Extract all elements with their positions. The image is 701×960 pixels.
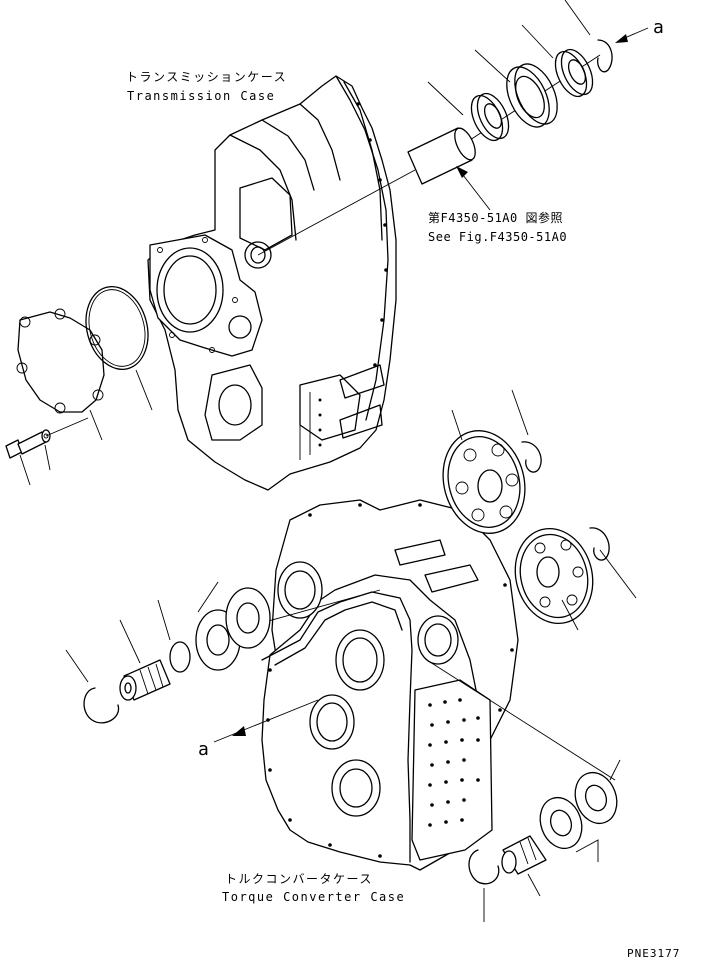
torque-converter-case-label-jp: トルクコンバータケース (225, 872, 373, 886)
drawing-number: PNE3177 (627, 947, 680, 960)
upper-shaft-assembly (257, 0, 649, 256)
see-fig-label-jp: 第F4350-51A0 図参照 (428, 210, 563, 225)
torque-converter-case-label-en: Torque Converter Case (222, 890, 405, 904)
reference-a-left: a (198, 739, 209, 760)
transmission-case (147, 75, 397, 491)
reference-a-top: a (653, 17, 664, 38)
valve-plate-holes (428, 698, 480, 827)
lower-right-shaft-assembly (429, 661, 621, 922)
torque-converter-case (261, 499, 519, 871)
transmission-case-label-jp: トランスミッションケース (126, 70, 287, 84)
transmission-case-label-en: Transmission Case (127, 89, 275, 103)
cover-plate-assembly (5, 286, 153, 486)
see-fig-label-en: See Fig.F4350-51A0 (428, 230, 567, 244)
lower-left-shaft-assembly (65, 581, 381, 743)
drive-gears (442, 389, 637, 631)
